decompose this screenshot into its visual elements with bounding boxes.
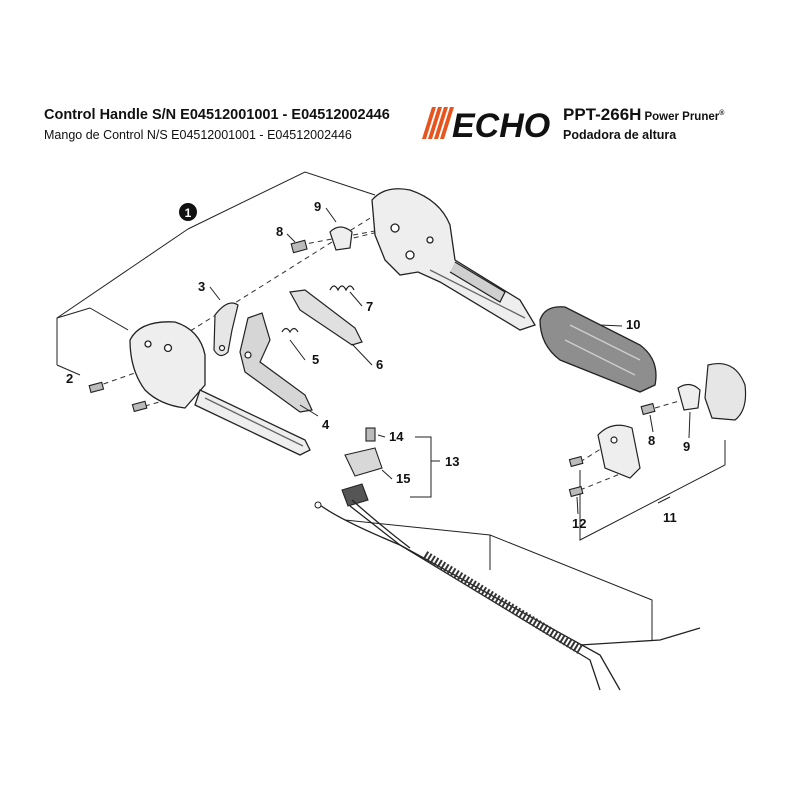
model-name: Power Pruner (644, 111, 720, 123)
screw-part-8-top (290, 239, 308, 254)
callout-14: 14 (389, 429, 404, 444)
handle-cover-left-half (129, 321, 311, 456)
assembly-11-bracket (579, 440, 726, 541)
grip-part-10 (539, 306, 657, 393)
wire-harness (319, 499, 701, 691)
page-title-spanish: Mango de Control N/S E04512001001 - E045… (44, 128, 352, 142)
callout-10: 10 (626, 317, 640, 332)
screw-part-14 (365, 427, 376, 442)
screws-part-2 (88, 381, 148, 413)
svg-text:1: 1 (185, 206, 192, 220)
clamp-part-9-top (329, 226, 353, 251)
harness-bracket (344, 519, 653, 640)
part-4-throttle-trigger (239, 312, 313, 413)
part-6-lock-lever (289, 289, 363, 346)
coiled-conduit (422, 551, 583, 654)
callout-8-lower: 8 (648, 433, 655, 448)
spring-part-5 (281, 327, 299, 334)
callout-7: 7 (366, 299, 373, 314)
callout-13: 13 (445, 454, 459, 469)
logo-text: ECHO (452, 107, 550, 143)
callout-2-bracket (56, 364, 81, 376)
spring-part-7 (329, 285, 355, 292)
stop-switch (341, 483, 369, 507)
callout-5: 5 (312, 352, 319, 367)
callout-11: 11 (663, 510, 677, 525)
page-title-english: Control Handle S/N E04512001001 - E04512… (44, 107, 390, 123)
model-name-spanish: Podadora de altura (563, 128, 677, 142)
echo-logo: ECHO (422, 107, 550, 143)
callout-4: 4 (322, 417, 330, 432)
cover-part-11 (597, 424, 641, 479)
callout-9-top: 9 (314, 199, 321, 214)
callout-8-top: 8 (276, 224, 283, 239)
screw-part-8-lower (640, 402, 656, 416)
handle-housing-right-half (371, 188, 536, 331)
clamp-cover-right (704, 363, 747, 421)
callout-3: 3 (198, 279, 205, 294)
clamp-part-9-lower (677, 383, 701, 411)
callout-2: 2 (66, 371, 73, 386)
part-3-plate (213, 302, 239, 357)
registered-mark: ® (719, 110, 725, 118)
harness-terminal (314, 501, 322, 509)
assembly-13-bracket (410, 436, 432, 498)
callout-15: 15 (396, 471, 410, 486)
callout-1: 1 (179, 203, 197, 221)
screws-part-12 (568, 455, 584, 498)
bracket-part-15 (344, 447, 383, 477)
page-header: Control Handle S/N E04512001001 - E04512… (0, 0, 800, 150)
callout-9-lower: 9 (683, 439, 690, 454)
model-number: PPT-266H (563, 105, 642, 124)
callout-12: 12 (572, 516, 586, 531)
callout-6: 6 (376, 357, 383, 372)
